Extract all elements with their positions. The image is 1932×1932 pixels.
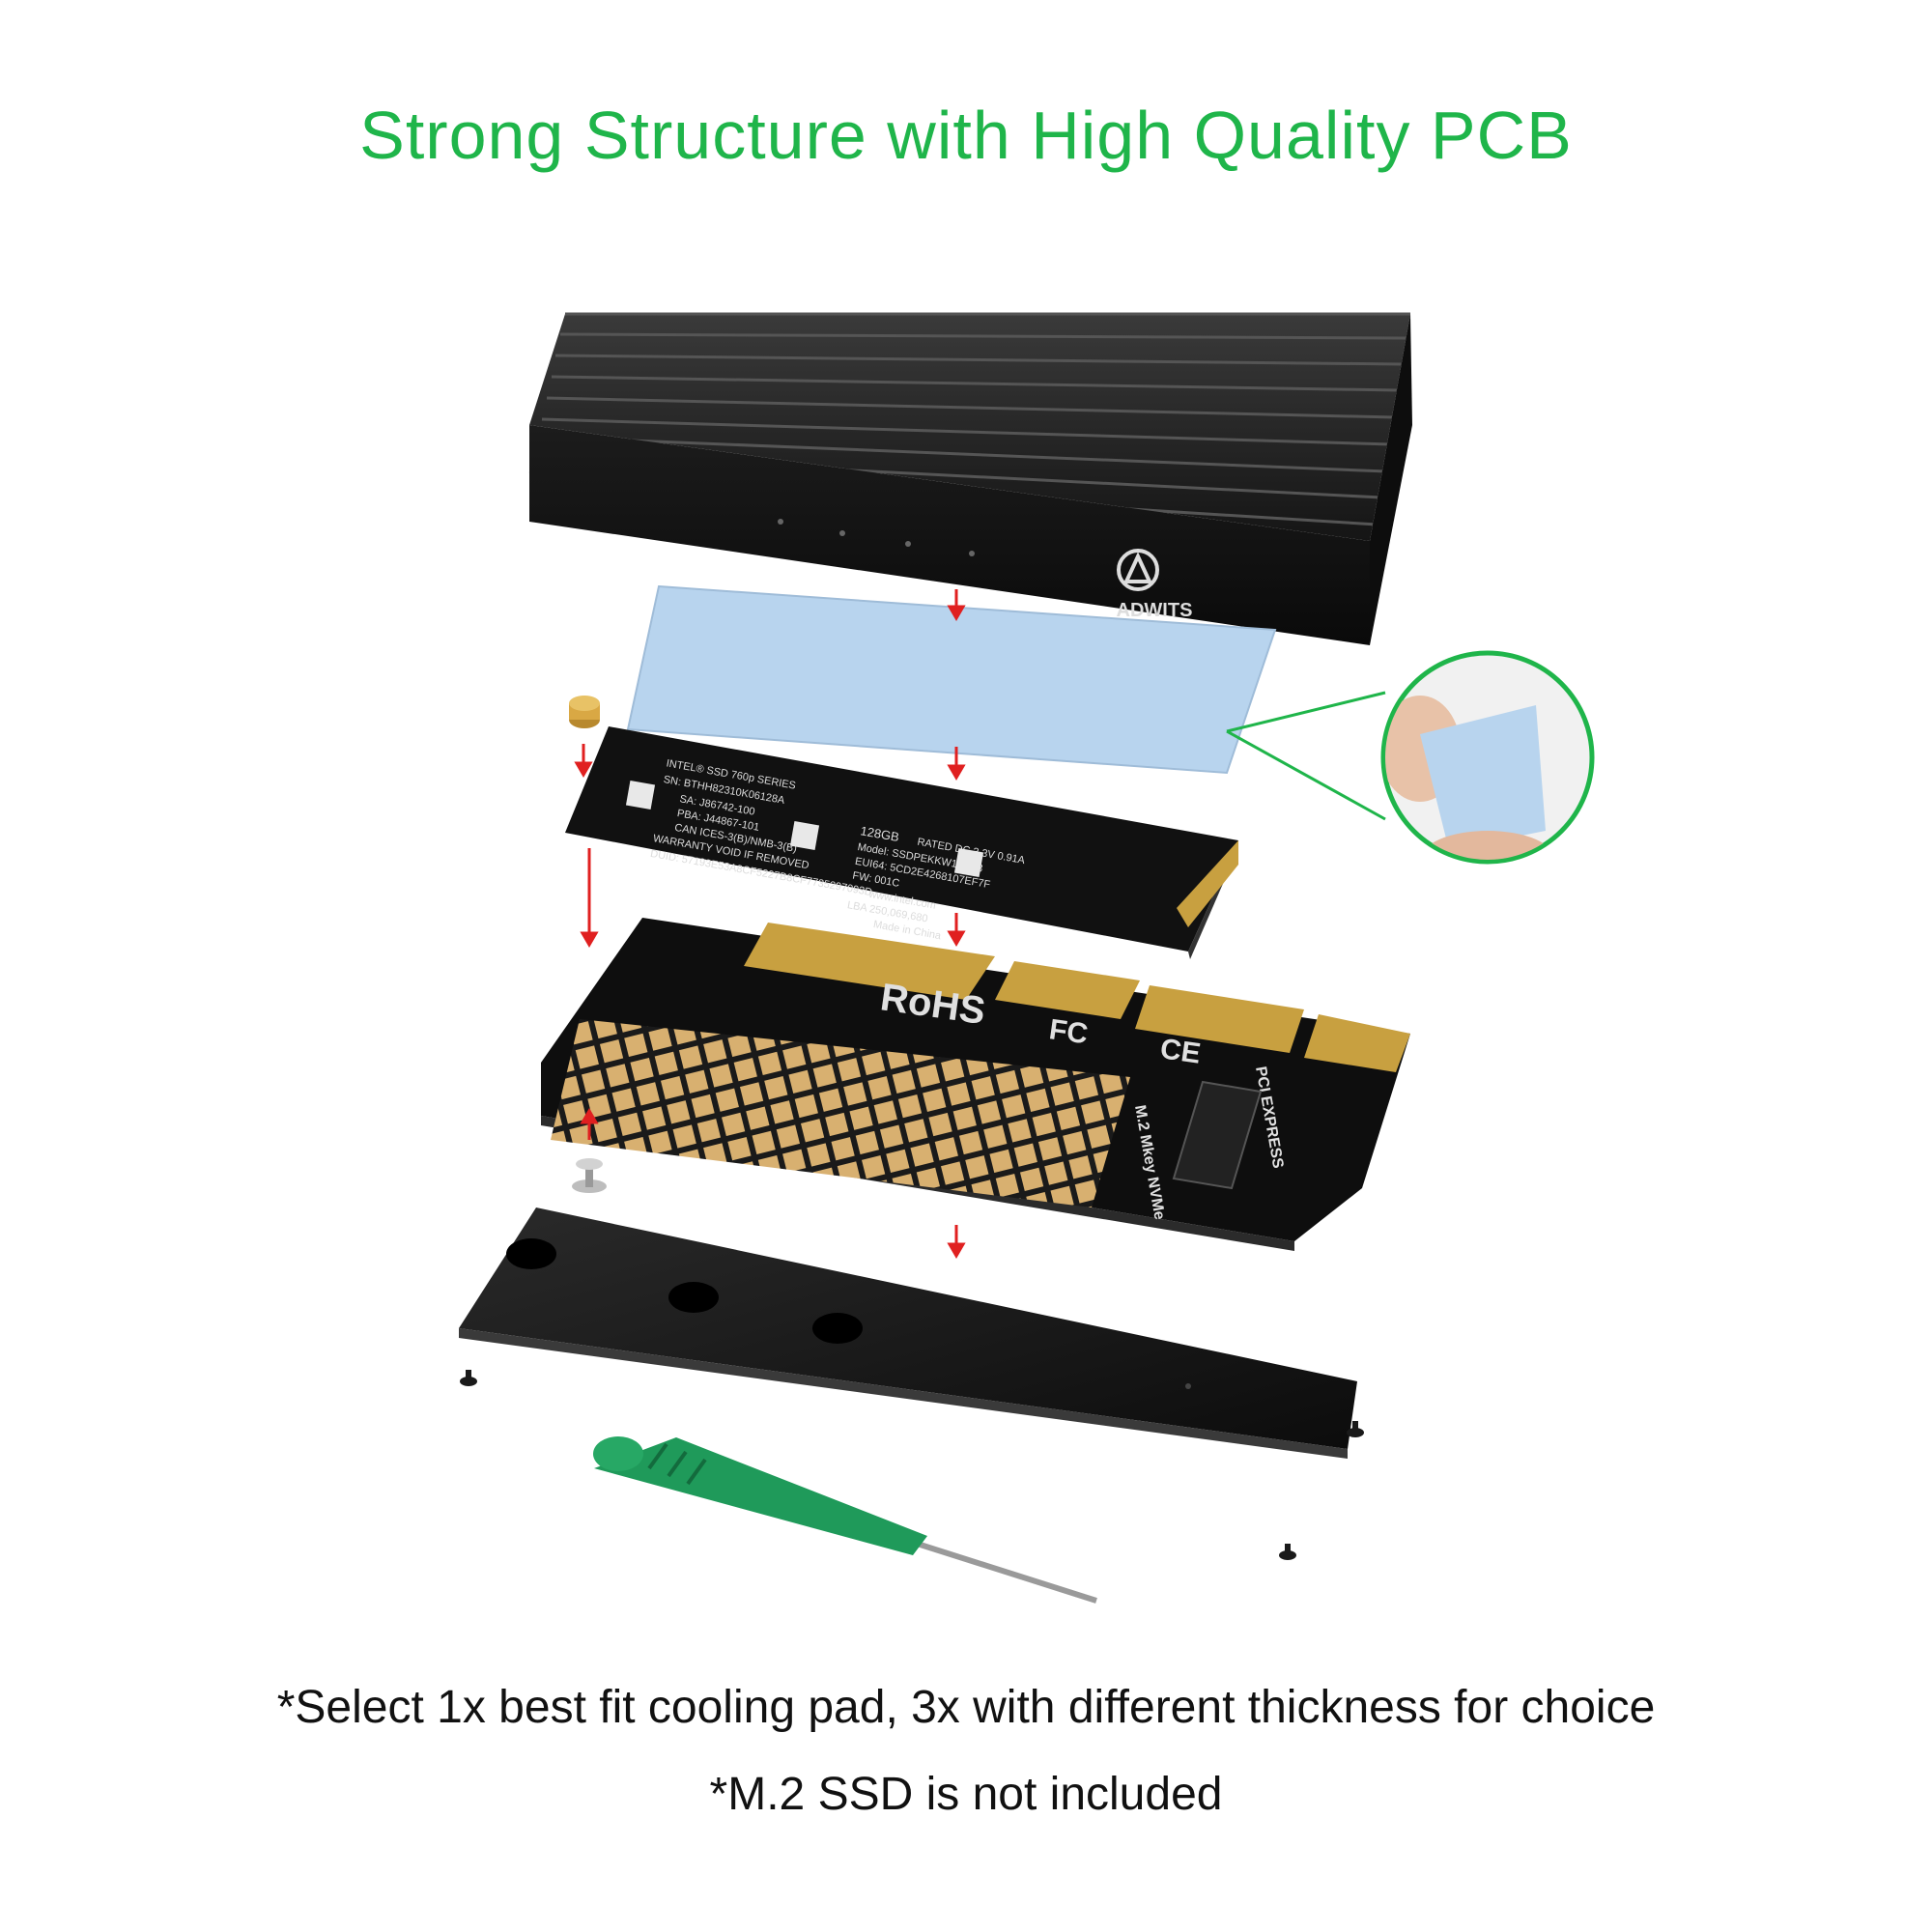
- heatsink-enclosure: ADWITS: [528, 312, 1412, 645]
- ssd-gold-connector: [1177, 840, 1238, 927]
- thermal-pad: [626, 584, 1277, 775]
- note-ssd-not-included: *M.2 SSD is not included: [709, 1769, 1223, 1820]
- cover-screws: [460, 1370, 1364, 1560]
- note-cooling-pad: *Select 1x best fit cooling pad, 3x with…: [276, 1682, 1656, 1733]
- svg-text:FC: FC: [1047, 1013, 1090, 1050]
- pcie-gold-fingers: [744, 923, 1410, 1072]
- assembly-arrows: [574, 589, 966, 1259]
- screwdriver: [593, 1436, 1097, 1604]
- svg-text:128GB: 128GB: [859, 823, 899, 844]
- brass-standoff: [569, 696, 600, 728]
- pcie-adapter-board: RoHS FC CE M.2 Mkey NVMe PCI EXPRESS: [541, 918, 1410, 1251]
- svg-text:CE: CE: [1158, 1033, 1203, 1069]
- thermal-pad-zoom-bubble: [1380, 650, 1595, 865]
- adapter-heat-spreader-grid: [551, 1019, 1130, 1208]
- m2-ssd: INTEL® SSD 760p SERIES SN: BTHH82310K061…: [565, 726, 1238, 959]
- adwits-logo: ADWITS: [1117, 549, 1193, 621]
- svg-text:ADWITS: ADWITS: [1117, 600, 1193, 621]
- bottom-cover-plate: [459, 1208, 1357, 1459]
- headline: Strong Structure with High Quality PCB: [359, 98, 1573, 173]
- board-screw: [572, 1158, 607, 1193]
- svg-text:Made in China: Made in China: [872, 919, 943, 942]
- m2-slot: [1172, 1080, 1263, 1190]
